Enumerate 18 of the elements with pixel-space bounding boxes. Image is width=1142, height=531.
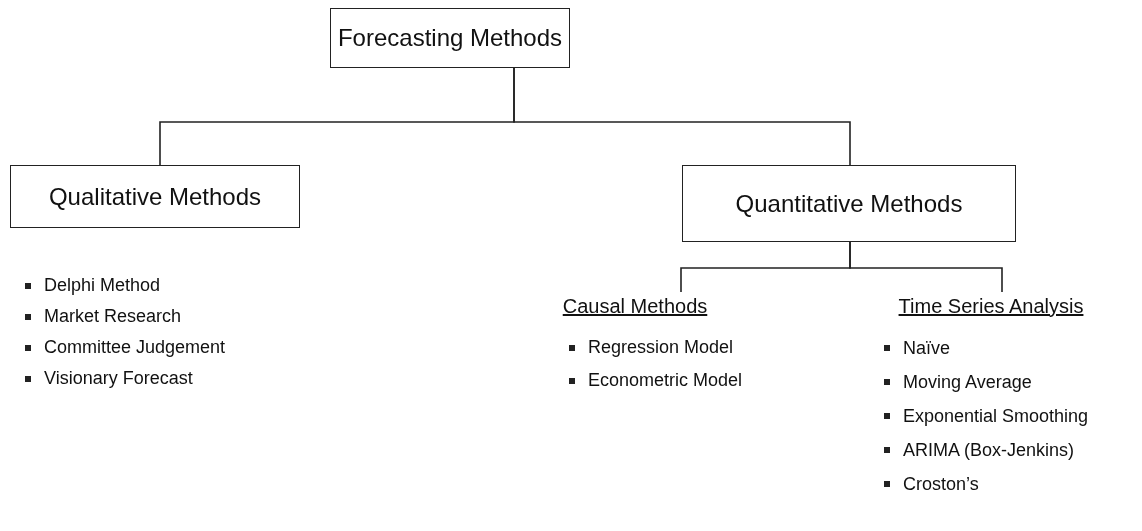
- list-item: Econometric Model: [568, 364, 743, 397]
- list-item: Market Research: [24, 301, 182, 332]
- category-box: Qualitative Methods: [10, 165, 300, 228]
- subcategory-heading: Time Series Analysis: [876, 292, 1106, 320]
- connector-line: [513, 67, 851, 166]
- list-item: Exponential Smoothing: [883, 399, 1089, 433]
- list-item: Naïve: [883, 331, 951, 365]
- list-item: ARIMA (Box-Jenkins): [883, 433, 1075, 467]
- category-box: Quantitative Methods: [682, 165, 1016, 242]
- list-item: Regression Model: [568, 331, 734, 364]
- list-item: Delphi Method: [24, 270, 161, 301]
- root-box: Forecasting Methods: [330, 8, 570, 68]
- list-item: Committee Judgement: [24, 332, 226, 363]
- list-item: Croston’s: [883, 467, 979, 501]
- subcategory-heading: Causal Methods: [565, 292, 705, 320]
- list-item: Visionary Forecast: [24, 363, 193, 394]
- connector-line: [849, 241, 1003, 293]
- list-item: Moving Average: [883, 365, 1032, 399]
